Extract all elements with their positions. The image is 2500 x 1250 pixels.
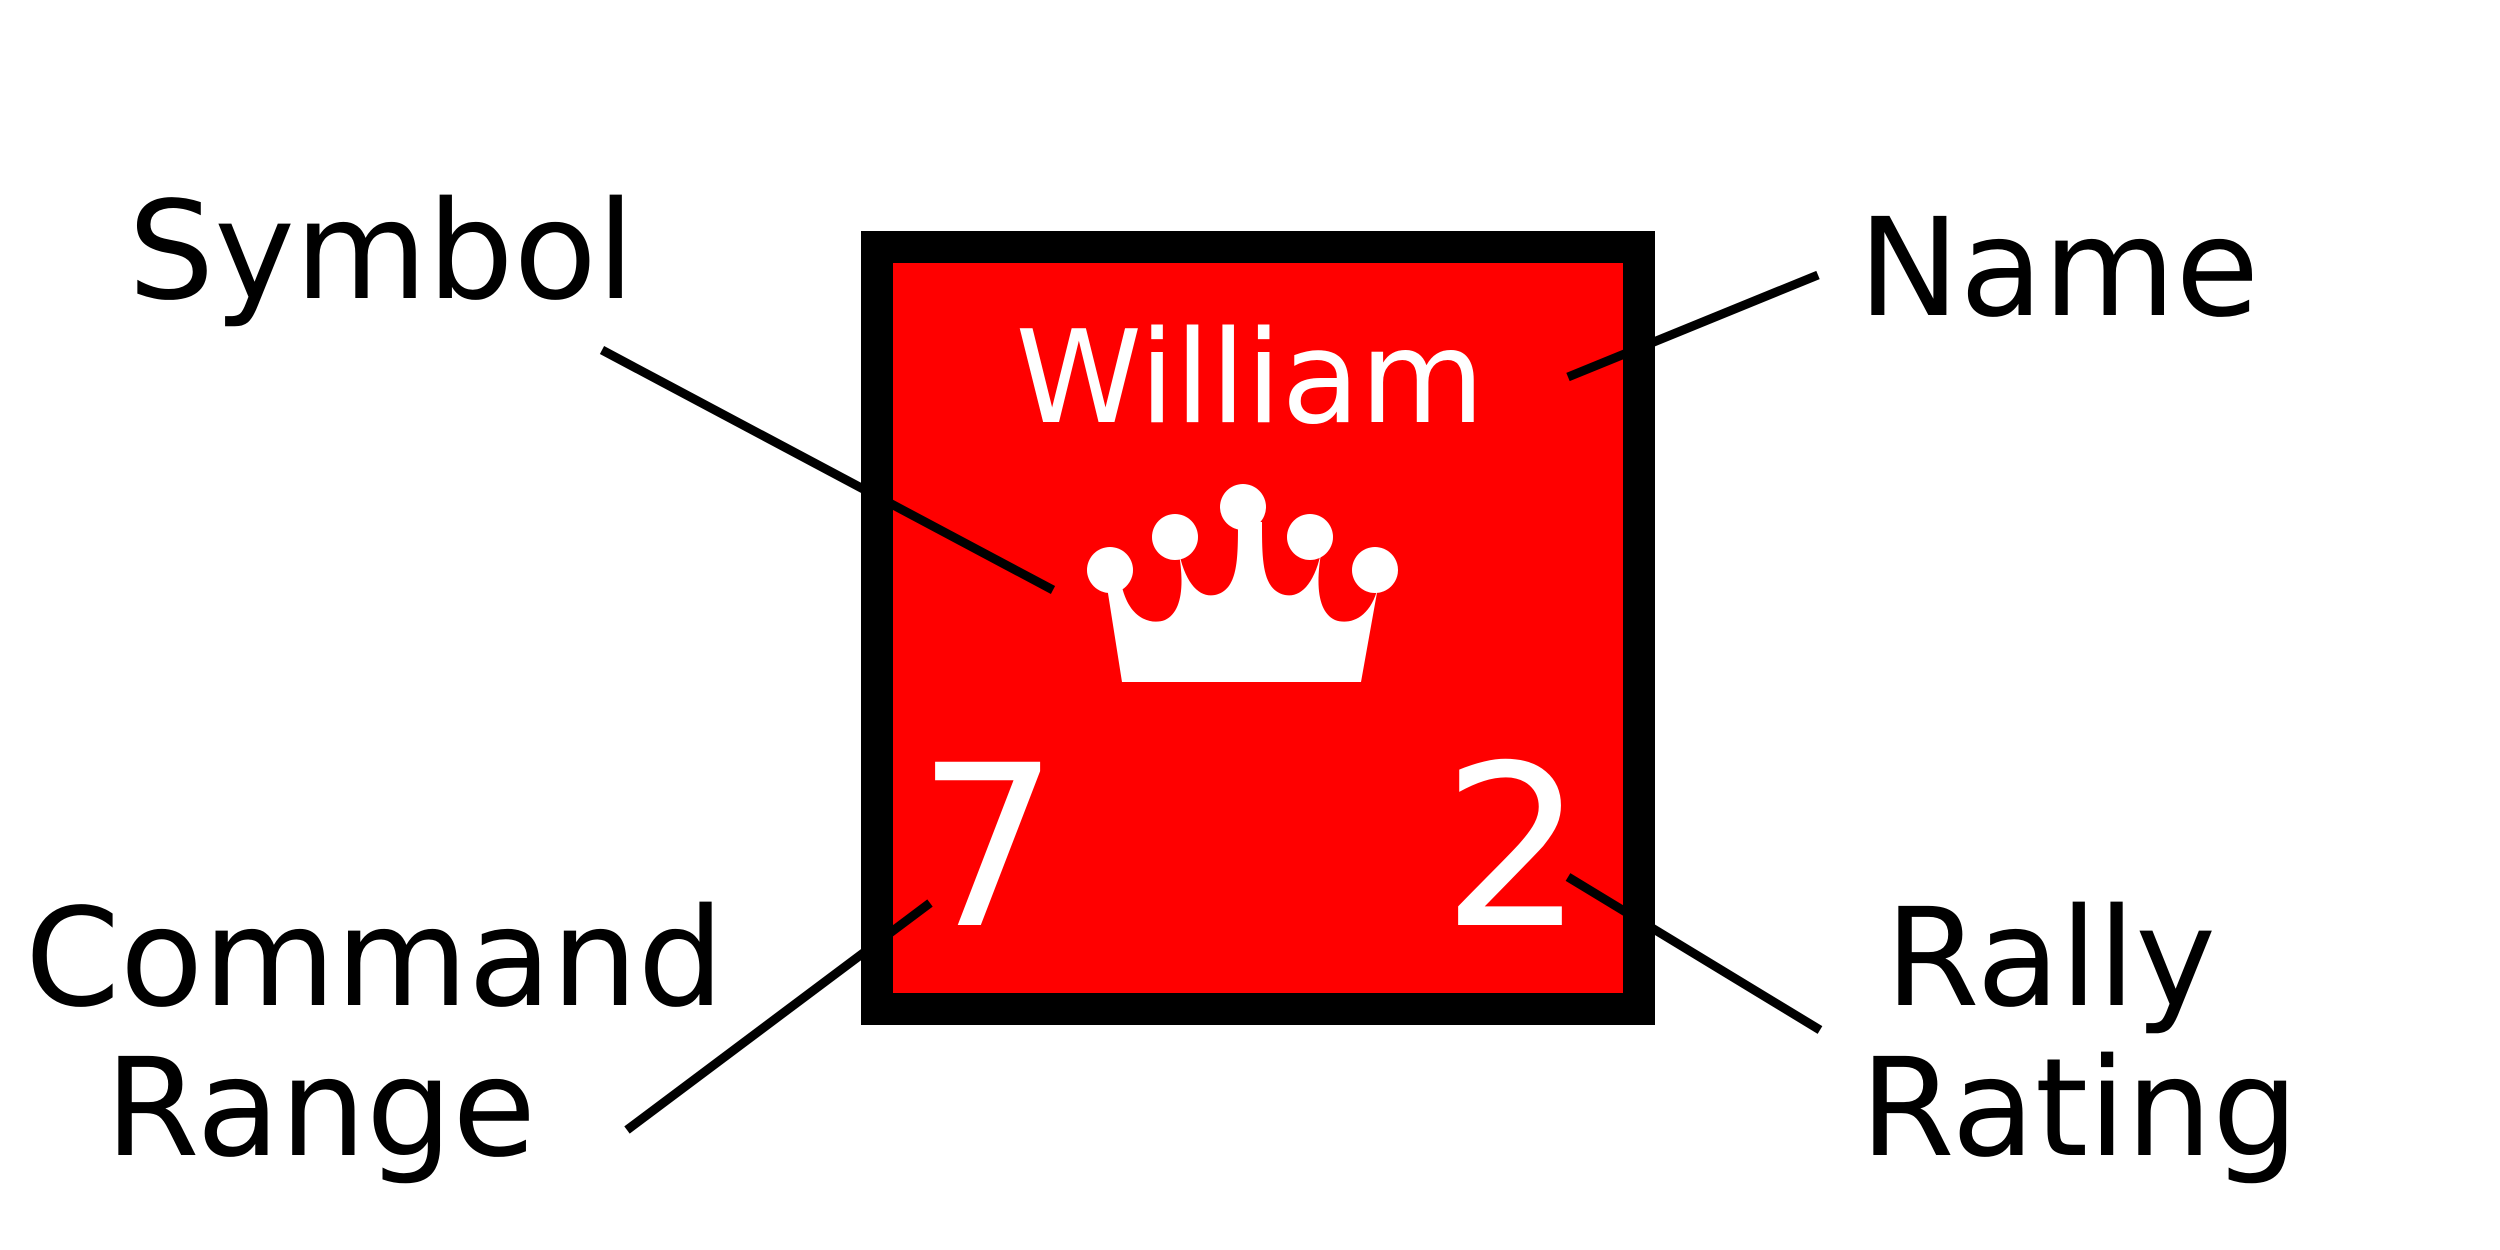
command-range-label-line2: Range [105,1030,536,1188]
name-leader-line [1566,270,1820,382]
rally-rating-label-line2: Rating [1860,1030,2298,1188]
counter-name: William [1015,304,1484,453]
command-range-value: 7 [917,717,1060,978]
command-range-label-line1: Command [25,880,724,1038]
crown-icon [1087,484,1398,682]
symbol-label: Symbol [128,173,635,331]
symbol-leader-line [599,346,1056,594]
command-range-leader-line [624,899,933,1134]
rally-rating-label-line1: Rally [1885,880,2216,1038]
name-label: Name [1858,190,2259,348]
counter-tile [861,231,1655,1025]
rally-rating-leader-line [1565,873,1823,1034]
rally-rating-value: 2 [1442,717,1585,978]
